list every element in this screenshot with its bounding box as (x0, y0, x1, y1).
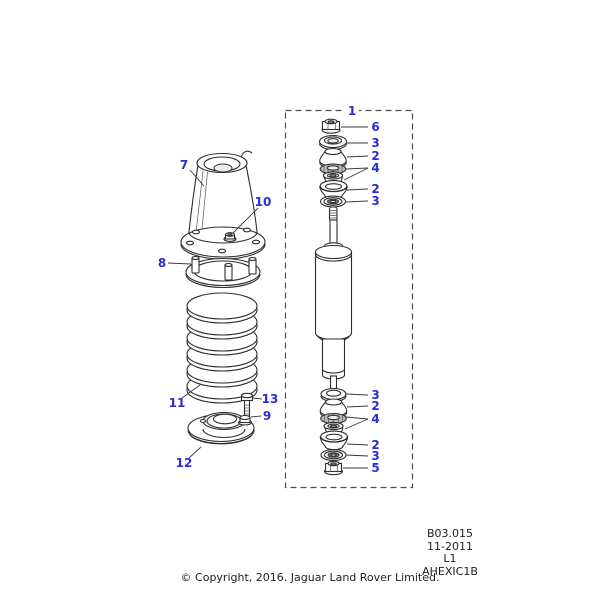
callout-12[interactable]: 12 (176, 456, 193, 470)
spring-turret-assembly-drawing (180, 150, 266, 445)
callout-4[interactable]: 4 (371, 161, 379, 175)
ring-stud (191, 255, 200, 274)
copyright-notice: © Copyright, 2016. Jaguar Land Rover Lim… (180, 571, 440, 584)
drawing-codes: B03.015 11-2011 L1 AHEXIC1B (400, 527, 500, 578)
callout-2[interactable]: 2 (371, 399, 379, 413)
callout-10[interactable]: 10 (255, 195, 272, 209)
cone-turret-drawing (188, 150, 258, 244)
gasket-ring-drawing (185, 255, 261, 289)
callout-8[interactable]: 8 (158, 256, 166, 270)
flange-stud-drawing (223, 232, 237, 242)
leader-lines (167, 126, 369, 469)
callout-3[interactable]: 3 (371, 388, 379, 402)
figure-code: B03.015 (426, 527, 474, 540)
callout-labels: 1 7 10 8 11 13 9 12 6 3 2 4 2 3 3 2 4 2 … (158, 104, 380, 475)
turret-flange-drawing (180, 226, 266, 260)
shock-absorber-drawing (314, 206, 353, 393)
revision-date: 11-2011 (427, 539, 473, 553)
callout-2[interactable]: 2 (371, 182, 379, 196)
callout-3[interactable]: 3 (371, 449, 379, 463)
callout-2[interactable]: 2 (371, 438, 379, 452)
seat-nut-drawing (237, 414, 253, 426)
callout-4[interactable]: 4 (371, 412, 379, 426)
coil-spring-drawing (186, 292, 258, 404)
upper-mount-stack-drawing (318, 118, 348, 208)
callout-3[interactable]: 3 (371, 194, 379, 208)
ring-stud (224, 262, 233, 281)
callout-3[interactable]: 3 (371, 136, 379, 150)
sheet-code: L1 (443, 552, 457, 565)
callout-7[interactable]: 7 (180, 158, 188, 172)
callout-1-mask (345, 104, 359, 117)
callout-1[interactable]: 1 (348, 104, 356, 118)
callout-2[interactable]: 2 (371, 149, 379, 163)
shock-absorber-assembly-drawing (314, 118, 353, 476)
lower-mount-stack-drawing (319, 387, 349, 476)
callout-9[interactable]: 9 (263, 409, 271, 423)
callout-5[interactable]: 5 (371, 461, 379, 475)
seat-bolt-drawing (240, 392, 254, 417)
callout-11[interactable]: 11 (169, 396, 186, 410)
callout-13[interactable]: 13 (262, 392, 279, 406)
spring-seat-drawing (187, 411, 255, 445)
callout-6[interactable]: 6 (371, 120, 379, 134)
ring-stud (248, 256, 257, 275)
image-code: AHEXIC1B (422, 564, 478, 578)
